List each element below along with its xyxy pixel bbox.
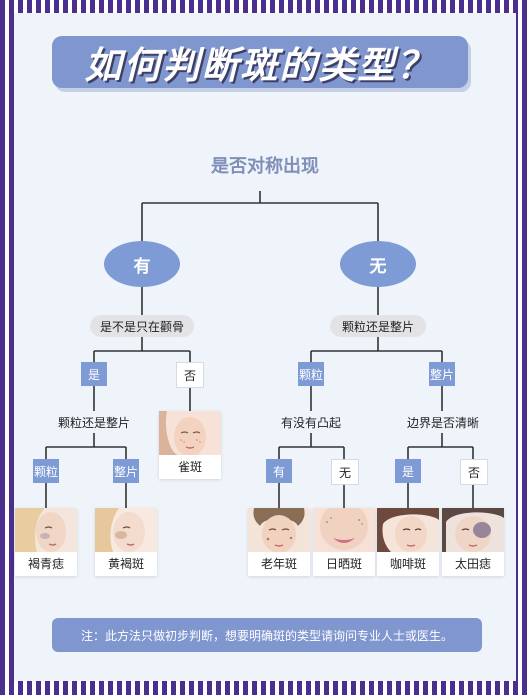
poster-title: 如何判断斑的类型？	[84, 44, 436, 87]
result-card-freckle: 雀斑	[159, 411, 221, 479]
result-label-freckle: 雀斑	[177, 460, 202, 474]
right-question-clear-border: 边界是否清晰	[400, 414, 486, 431]
face-image	[95, 508, 157, 552]
result-label-nevus: 褐青痣	[27, 557, 64, 571]
right-question-granule-or-patch: 颗粒还是整片	[330, 315, 426, 337]
left-node-granule: 颗粒	[33, 459, 59, 483]
connector-lines	[45, 191, 474, 508]
result-label-senile-spot: 老年斑	[260, 557, 297, 571]
face-image	[377, 508, 439, 552]
result-card-cafe-au-lait: 咖啡斑	[377, 508, 439, 576]
result-label-sun-spot: 日晒斑	[325, 557, 362, 571]
result-card-melasma: 黄褐斑	[95, 508, 157, 576]
title-banner: 如何判断斑的类型？	[52, 36, 468, 88]
face-image	[313, 508, 375, 552]
right-node-granule: 颗粒	[298, 362, 324, 386]
result-label-cafe-au-lait: 咖啡斑	[389, 557, 426, 571]
right-node-raised-yes: 有	[266, 459, 292, 483]
disclaimer-note: 注：此方法只做初步判断，想要明确斑的类型请询问专业人士或医生。	[52, 618, 482, 652]
face-image	[159, 411, 221, 455]
result-label-ota-nevus: 太田痣	[454, 557, 491, 571]
result-card-ota-nevus: 太田痣	[442, 508, 504, 576]
branch-no: 无	[340, 241, 416, 287]
right-node-border-no: 否	[460, 459, 488, 485]
poster-panel: 如何判断斑的类型？ 是否对称出现 有 无 是不是只在颧骨 是 否 颗粒还是整片 …	[14, 13, 516, 681]
result-card-nevus: 褐青痣	[15, 508, 77, 576]
left-question-cheekbone: 是不是只在颧骨	[90, 315, 194, 337]
face-image	[248, 508, 310, 552]
right-node-patch: 整片	[429, 362, 455, 386]
branch-yes: 有	[104, 241, 180, 287]
left-node-not: 否	[176, 362, 204, 388]
right-node-border-yes: 是	[395, 459, 421, 483]
face-image	[442, 508, 504, 552]
right-node-raised-no: 无	[331, 459, 359, 485]
left-question-granule-or-patch: 颗粒还是整片	[44, 414, 144, 431]
left-node-is: 是	[81, 362, 107, 386]
result-label-melasma: 黄褐斑	[107, 557, 144, 571]
right-question-raised: 有没有凸起	[271, 414, 351, 431]
result-card-senile-spot: 老年斑	[248, 508, 310, 576]
face-image	[15, 508, 77, 552]
root-question: 是否对称出现	[211, 156, 319, 177]
result-card-sun-spot: 日晒斑	[313, 508, 375, 576]
left-node-patch: 整片	[113, 459, 139, 483]
